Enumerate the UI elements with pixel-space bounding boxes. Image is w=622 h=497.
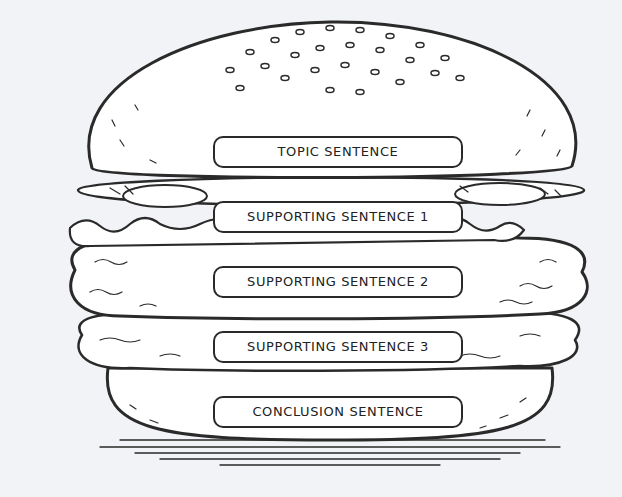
- ground-lines: [100, 440, 560, 465]
- sentence-box: SUPPORTING SENTENCE 2: [213, 266, 463, 298]
- bottom-bun: [107, 368, 552, 440]
- sentence-box: TOPIC SENTENCE: [213, 136, 463, 168]
- sentence-label: SUPPORTING SENTENCE 1: [247, 209, 429, 225]
- sentence-label: TOPIC SENTENCE: [278, 144, 399, 160]
- bun-texture: [112, 105, 560, 163]
- sentence-label: CONCLUSION SENTENCE: [252, 404, 423, 420]
- sentence-box: CONCLUSION SENTENCE: [213, 396, 463, 428]
- tomato-texture: [110, 186, 561, 196]
- sentence-label: SUPPORTING SENTENCE 3: [247, 339, 429, 355]
- patty-texture: [90, 260, 556, 307]
- burger-drawing: [70, 22, 587, 465]
- tomato-slice: [455, 183, 545, 205]
- sentence-box: SUPPORTING SENTENCE 1: [213, 201, 463, 233]
- top-bun: [89, 22, 576, 178]
- sentence-label: SUPPORTING SENTENCE 2: [247, 274, 429, 290]
- sentence-box: SUPPORTING SENTENCE 3: [213, 331, 463, 363]
- sesame-seeds: [226, 26, 464, 95]
- main-patty: [71, 235, 587, 319]
- tomato-slice: [123, 185, 207, 207]
